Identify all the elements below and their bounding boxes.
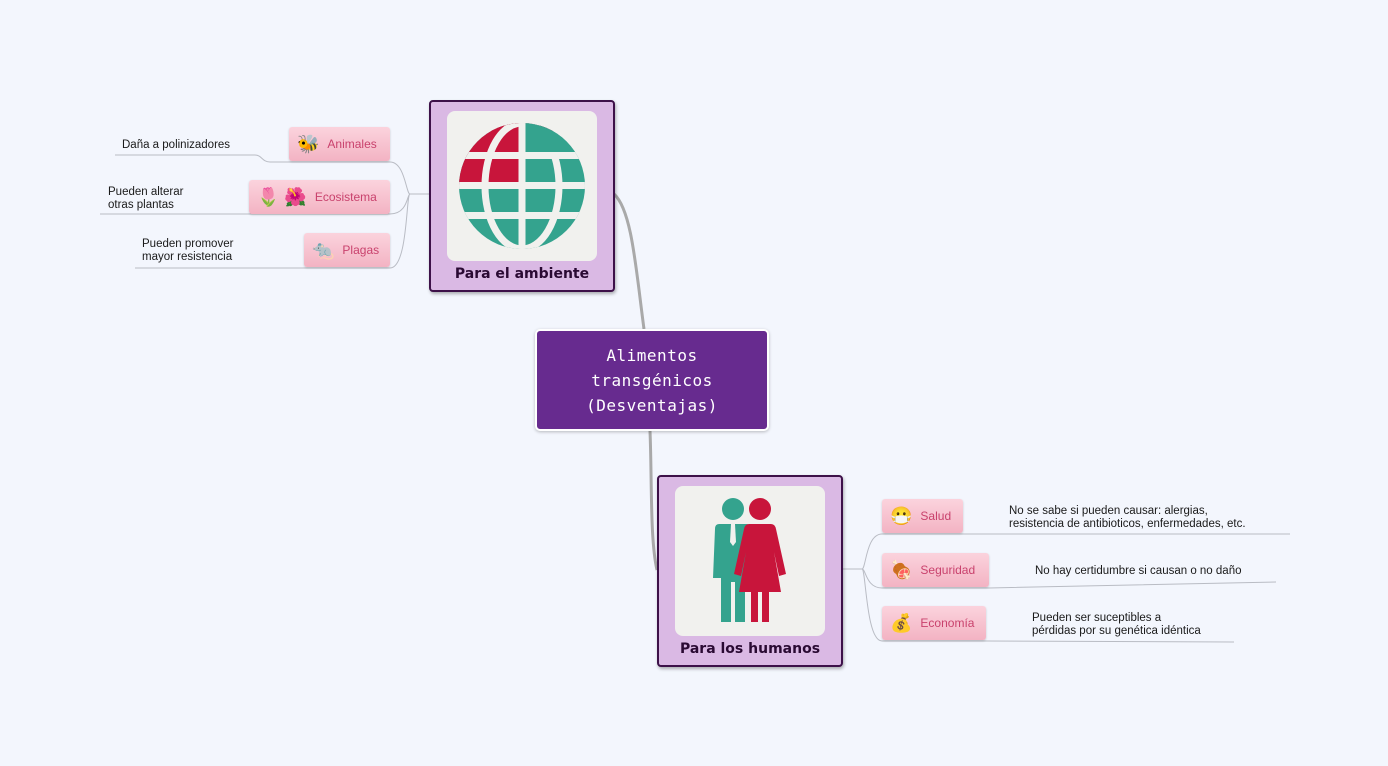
money-bag-icon: 💰 — [890, 613, 913, 633]
rat-icon: 🐀 — [312, 240, 335, 260]
subtopic-salud[interactable]: 😷 Salud — [882, 499, 963, 533]
bee-icon: 🐝 — [297, 134, 320, 154]
note-certidumbre: No hay certidumbre si causan o no daño — [1035, 565, 1242, 577]
note-alterar-plantas: Pueden alterar otras plantas — [108, 186, 184, 211]
note-polinizadores: Daña a polinizadores — [122, 139, 231, 151]
subtopic-label: Seguridad — [920, 563, 976, 577]
central-topic[interactable]: Alimentos transgénicos (Desventajas) — [535, 329, 769, 431]
subtopic-economia[interactable]: 💰 Economía — [882, 606, 986, 640]
subtopic-label: Ecosistema — [314, 190, 377, 204]
globe-icon — [447, 111, 597, 261]
note-perdidas: Pueden ser suceptibles a pérdidas por su… — [1032, 612, 1201, 637]
subtopic-label: Plagas — [342, 243, 380, 257]
topic-label: Para el ambiente — [454, 266, 590, 282]
people-icon — [675, 486, 825, 636]
note-alergias: No se sabe si pueden causar: alergias, r… — [1009, 505, 1246, 530]
topic-para-el-ambiente[interactable]: Para el ambiente — [429, 100, 615, 292]
subtopic-label: Salud — [920, 509, 952, 523]
topic-label: Para los humanos — [679, 641, 821, 657]
subtopic-label: Economía — [920, 616, 975, 630]
subtopic-seguridad[interactable]: 🍖 Seguridad — [882, 553, 989, 587]
meat-icon: 🍖 — [890, 560, 913, 580]
subtopic-ecosistema[interactable]: 🌷 🌺 Ecosistema — [249, 180, 390, 214]
flowers-icon: 🌷 🌺 — [257, 187, 307, 207]
mask-face-icon: 😷 — [890, 506, 913, 526]
note-resistencia: Pueden promover mayor resistencia — [142, 238, 234, 263]
subtopic-label: Animales — [327, 137, 377, 151]
topic-para-los-humanos[interactable]: Para los humanos — [657, 475, 843, 667]
subtopic-plagas[interactable]: 🐀 Plagas — [304, 233, 390, 267]
subtopic-animales[interactable]: 🐝 Animales — [289, 127, 390, 161]
